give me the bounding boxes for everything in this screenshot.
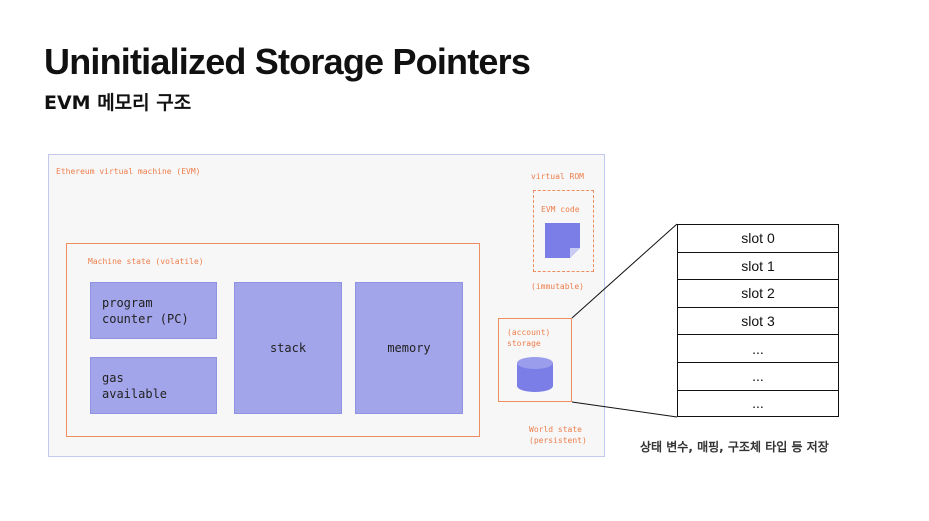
- storage-slot: slot 2: [677, 279, 839, 307]
- world-state-label-1: World state: [529, 425, 582, 434]
- storage-slot: slot 1: [677, 251, 839, 280]
- slide-title: Uninitialized Storage Pointers: [44, 41, 531, 82]
- storage-label-1: (account): [507, 328, 551, 337]
- gas-line2: available: [102, 387, 168, 401]
- gas-available-box: gas available: [90, 357, 217, 414]
- rom-code-label: EVM code: [541, 205, 580, 214]
- slide-subtitle: EVM 메모리 구조: [44, 92, 192, 114]
- storage-box: [498, 318, 572, 402]
- machine-state-box: [66, 243, 480, 437]
- memory-box: memory: [355, 282, 463, 414]
- storage-slot: ...: [677, 389, 839, 418]
- stack-box: stack: [234, 282, 342, 414]
- storage-slot: slot 3: [677, 306, 839, 335]
- rom-note: (immutable): [531, 282, 584, 291]
- rom-label: virtual ROM: [531, 172, 584, 181]
- program-counter-box: program counter (PC): [90, 282, 217, 339]
- storage-label-2: storage: [507, 339, 541, 348]
- stack-label: stack: [269, 341, 307, 355]
- storage-slot: ...: [677, 334, 839, 362]
- world-state-label-2: (persistent): [529, 436, 587, 445]
- gas-line1: gas: [102, 371, 124, 385]
- storage-caption: 상태 변수, 매핑, 구조체 타입 등 저장: [640, 440, 829, 454]
- pc-line1: program: [102, 296, 153, 310]
- pc-line2: counter (PC): [102, 312, 189, 326]
- storage-slot: ...: [677, 361, 839, 390]
- evm-label: Ethereum virtual machine (EVM): [56, 167, 201, 176]
- memory-label: memory: [387, 341, 431, 355]
- machine-state-label: Machine state (volatile): [88, 257, 204, 266]
- database-icon: [517, 357, 553, 392]
- rom-box: [533, 190, 594, 272]
- evm-code-icon: [545, 223, 580, 258]
- storage-slot: slot 0: [677, 224, 839, 252]
